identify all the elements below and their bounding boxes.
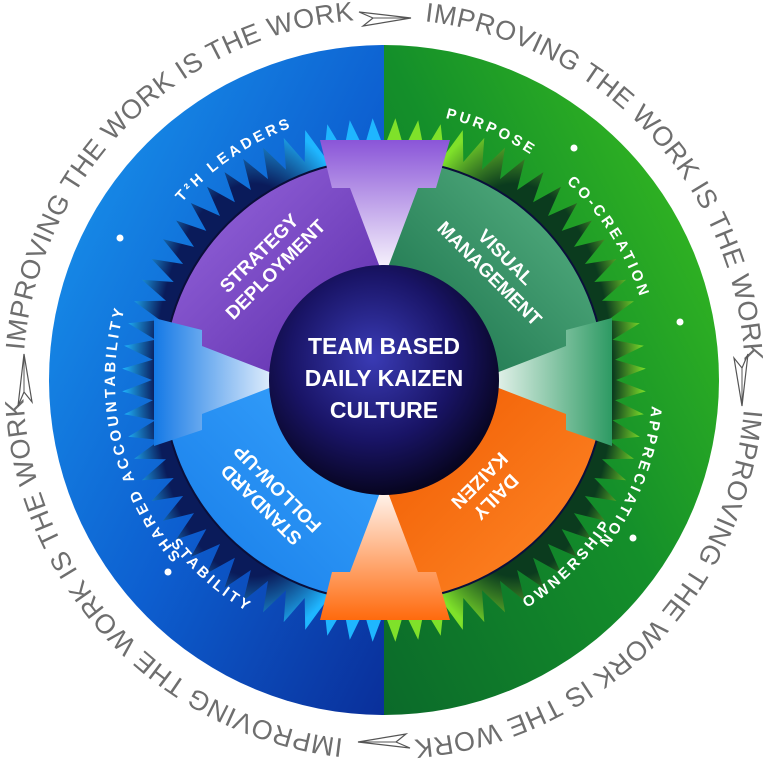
segment-visual <box>384 160 604 380</box>
arrow-down <box>320 140 450 278</box>
paper-plane-icon <box>358 11 412 27</box>
center-line-3: CULTURE <box>330 397 438 423</box>
ring-dot <box>570 144 578 152</box>
paper-plane-icon <box>357 733 411 749</box>
center-line-2: DAILY KAIZEN <box>305 365 463 391</box>
arrow-left <box>478 318 612 446</box>
ring-dot <box>116 234 124 242</box>
segment-daily <box>384 380 604 600</box>
ring-dot <box>629 534 637 542</box>
segment-standard <box>164 380 384 600</box>
segments <box>164 160 604 600</box>
paper-plane-icon <box>733 353 749 407</box>
ring-dot <box>164 568 172 576</box>
center-line-1: TEAM BASED <box>308 333 460 359</box>
segment-strategy <box>164 160 384 380</box>
ring-dot <box>676 318 684 326</box>
center-disc <box>269 265 499 495</box>
ring-dots <box>116 144 684 576</box>
arrow-up <box>320 482 450 620</box>
paper-plane-icon <box>17 353 33 407</box>
arrows <box>154 140 612 620</box>
arrow-right <box>154 318 290 446</box>
